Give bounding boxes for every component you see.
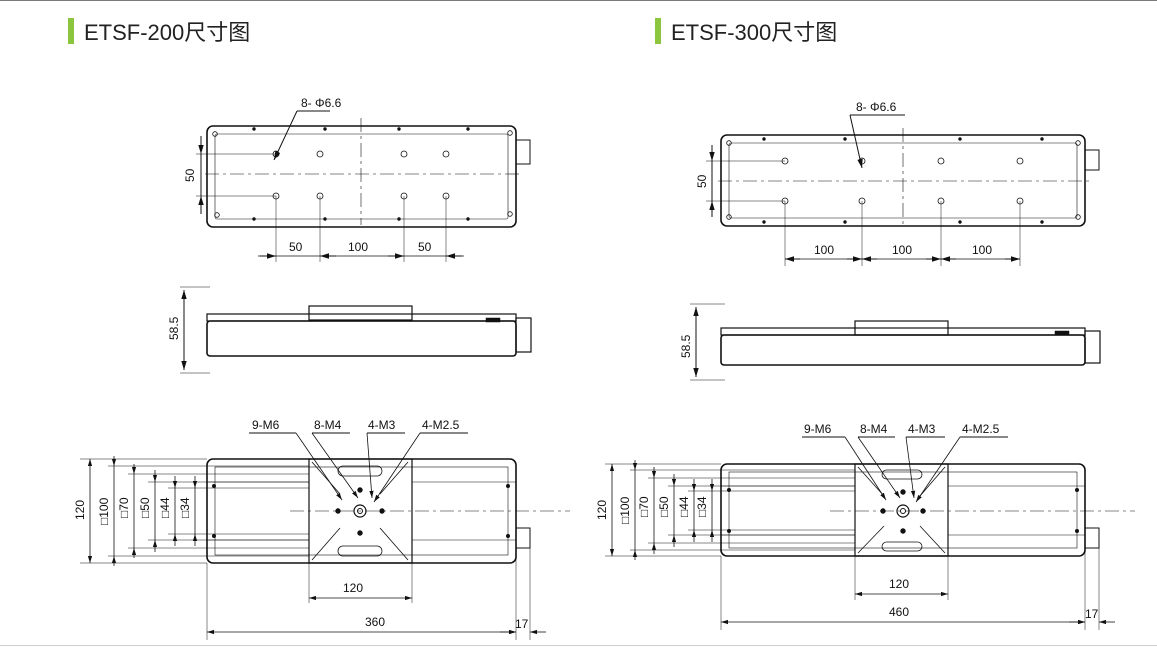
callout-text: 8-M4 <box>314 418 342 432</box>
base-body <box>206 320 517 357</box>
motor-connector <box>515 527 531 549</box>
dim-vertical-text: 50 <box>695 174 709 188</box>
section-title-etsf-200: ETSF-200尺寸图 <box>68 18 251 45</box>
dim-height-text: 58.5 <box>679 334 693 358</box>
left-dim-text: □50 <box>138 497 152 518</box>
left-dim-text: □70 <box>637 496 651 517</box>
carriage <box>308 305 413 321</box>
etsf-300-side-view: 58.5 <box>679 303 1101 381</box>
callout-leader <box>844 436 887 501</box>
left-dim-text: 120 <box>595 500 609 520</box>
left-dim-text: 120 <box>73 500 87 520</box>
callout-text: 4-M3 <box>908 422 936 436</box>
motor-block <box>515 317 532 353</box>
callout-leader <box>915 436 961 503</box>
left-dim-text: □34 <box>178 497 192 518</box>
callout-text: 8-M4 <box>860 422 888 436</box>
dim-bottom-text: 100 <box>814 243 834 257</box>
callout-leader <box>311 432 359 499</box>
carriage-plate <box>854 463 949 557</box>
corner-holes <box>212 127 513 221</box>
center-width-text: 120 <box>343 581 363 595</box>
dim-height-text: 58.5 <box>167 316 181 340</box>
callout-text: 4-M3 <box>368 418 396 432</box>
callout-text: 4-M2.5 <box>422 418 460 432</box>
left-dim-text: □70 <box>117 497 131 518</box>
callout-text: 9-M6 <box>252 418 280 432</box>
callout-leader <box>373 432 421 503</box>
bottom-divider <box>0 645 1157 646</box>
stage-outline <box>206 125 517 228</box>
total-length-text: 360 <box>365 615 385 629</box>
title-accent-bar <box>655 18 661 44</box>
etsf-300-top-view: 8- Φ6.6 50 100 100 100 <box>695 100 1100 266</box>
stage-inner-outline <box>214 133 509 220</box>
motor-connector <box>1084 527 1100 549</box>
end-length-text: 17 <box>515 617 529 631</box>
left-dim-text: □44 <box>158 497 172 518</box>
left-dim-text: □100 <box>618 496 632 524</box>
hole-callout-leader <box>849 114 863 169</box>
title-accent-bar <box>68 18 74 44</box>
left-dim-lines <box>609 460 715 560</box>
dim-vertical-text: 50 <box>183 168 197 182</box>
center-hole <box>896 504 910 518</box>
center-hole <box>353 504 367 518</box>
motor-connector <box>515 139 531 165</box>
hole-callout-leader <box>273 110 298 161</box>
dim-bottom-text: 100 <box>972 243 992 257</box>
left-dim-text: □44 <box>677 496 691 517</box>
left-dim-text: □100 <box>97 497 111 525</box>
dim-bottom-text: 50 <box>289 240 303 254</box>
etsf-200-bottom-view: 9-M6 8-M4 4-M3 4-M2.5 <box>73 418 570 640</box>
section-title-text: ETSF-200尺寸图 <box>84 20 251 45</box>
callout-leader <box>857 436 901 499</box>
etsf-200-side-view: 58.5 <box>167 286 532 374</box>
section-title-etsf-300: ETSF-300尺寸图 <box>655 18 838 45</box>
base-body <box>720 334 1086 366</box>
hole-callout-text: 8- Φ6.6 <box>301 96 342 110</box>
callout-leader <box>366 432 374 499</box>
callout-text: 9-M6 <box>804 422 832 436</box>
total-length-text: 460 <box>889 605 909 619</box>
callout-leader <box>905 436 916 499</box>
left-dim-text: □34 <box>695 496 709 517</box>
left-dim-text: □50 <box>657 496 671 517</box>
base-top-plate <box>720 327 1086 336</box>
motor-connector <box>1084 149 1100 171</box>
callout-text: 4-M2.5 <box>962 422 1000 436</box>
center-width-text: 120 <box>889 577 909 591</box>
dim-bottom-text: 100 <box>892 243 912 257</box>
motor-block <box>1084 330 1101 364</box>
dim-bottom-text: 50 <box>418 240 432 254</box>
dim-bottom-text: 100 <box>348 240 368 254</box>
left-dim-lines <box>87 456 198 566</box>
callout-leader <box>295 432 343 501</box>
top-divider <box>0 0 1157 1</box>
end-length-text: 17 <box>1085 607 1099 621</box>
etsf-300-bottom-view: 9-M6 8-M4 4-M3 4-M2.5 <box>595 422 1135 630</box>
etsf-200-top-view: 8- Φ6.6 50 50 100 50 <box>183 96 531 262</box>
hole-callout-text: 8- Φ6.6 <box>856 100 897 114</box>
section-title-text: ETSF-300尺寸图 <box>671 20 838 45</box>
